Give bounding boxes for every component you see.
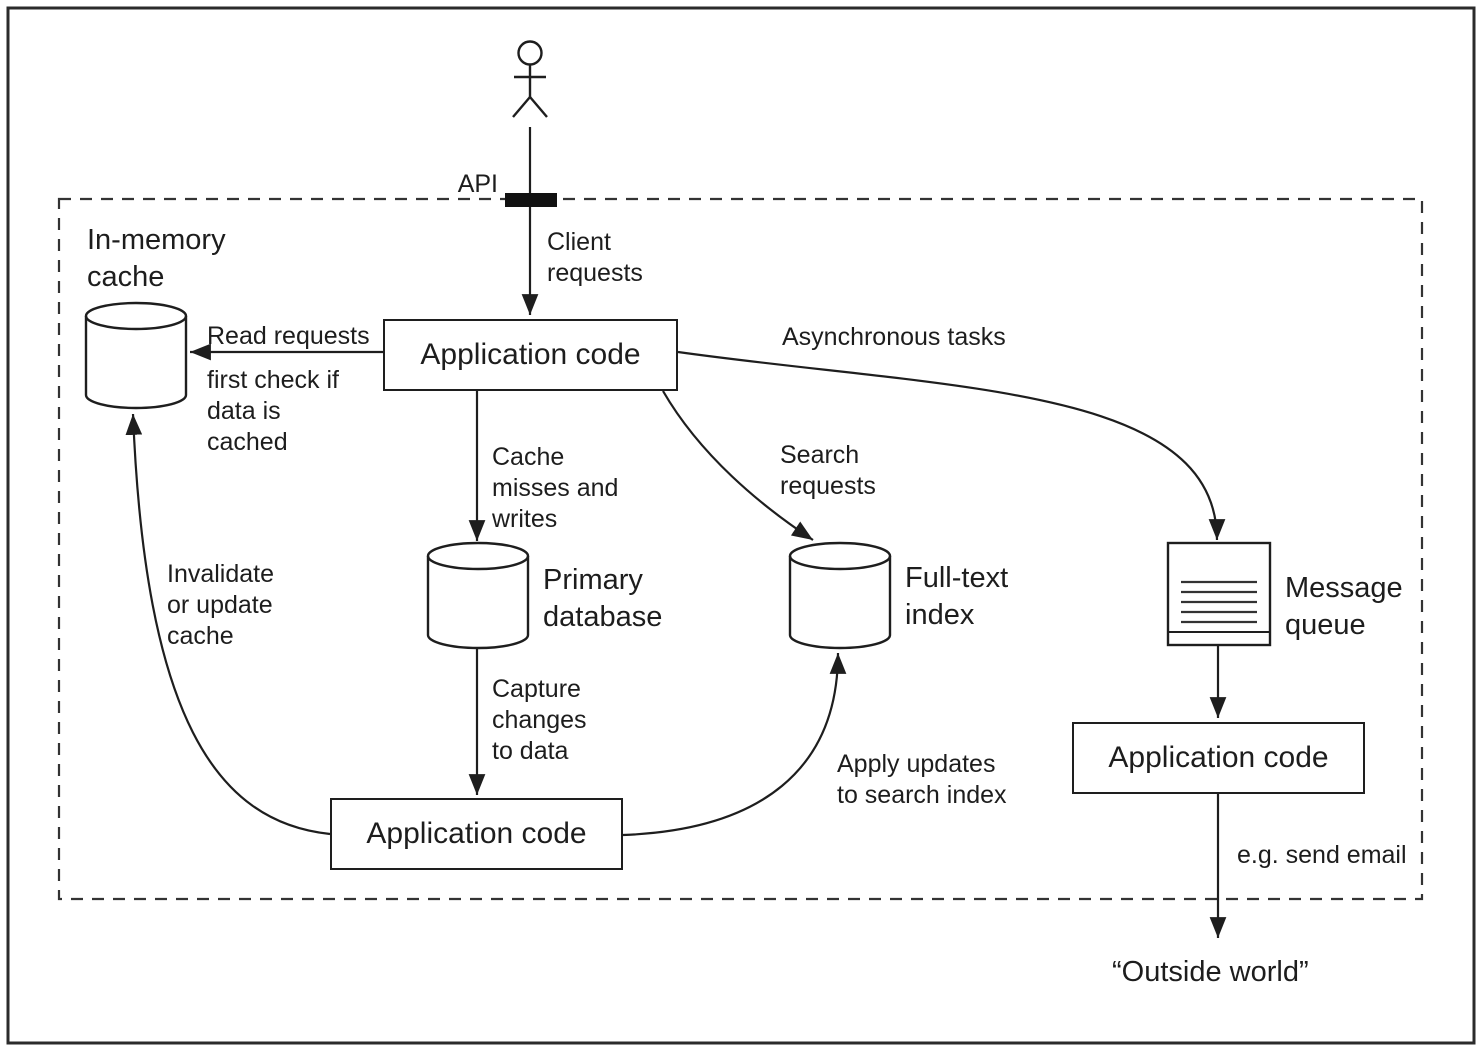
client-requests-label: Client requests (547, 228, 643, 287)
asynchronous-tasks-label: Asynchronous tasks (782, 323, 1006, 351)
primary-database-cylinder-icon (426, 541, 530, 650)
invalidate-cache-arrow (125, 413, 331, 836)
application-code-box-bottom-label: Application code (366, 817, 587, 850)
message-queue-label: Message queue (1285, 572, 1403, 641)
in-memory-cache-label: In-memory cache (87, 224, 226, 293)
outside-world-label: “Outside world” (1112, 956, 1309, 988)
invalidate-cache-label: Invalidate or update cache (167, 560, 275, 650)
figure-border (6, 6, 1476, 1045)
primary-database-label: Primary database (543, 564, 663, 633)
system-boundary-dashed-box (57, 197, 1424, 901)
application-code-box-bottom: Application code (330, 798, 623, 870)
asynchronous-tasks-arrow (677, 350, 1226, 541)
client-user-icon (512, 40, 548, 118)
api-label: API (457, 170, 498, 198)
message-queue-icon (1166, 541, 1272, 647)
read-requests-note-label: first check if data is cached (207, 366, 339, 456)
api-boundary-bar (505, 193, 557, 207)
read-requests-label: Read requests (207, 322, 370, 350)
application-code-box-top-label: Application code (420, 338, 641, 371)
full-text-index-cylinder-icon (788, 541, 892, 650)
search-requests-label: Search requests (780, 441, 876, 500)
cache-misses-label: Cache misses and writes (492, 443, 619, 533)
in-memory-cache-cylinder-icon (84, 301, 188, 410)
capture-changes-label: Capture changes to data (492, 675, 587, 765)
apply-updates-label: Apply updates to search index (837, 750, 1007, 809)
apply-updates-arrow (622, 652, 847, 837)
application-code-box-right-label: Application code (1108, 741, 1329, 774)
search-requests-arrow (662, 390, 814, 541)
full-text-index-label: Full-text index (905, 562, 1009, 631)
send-email-label: e.g. send email (1237, 841, 1407, 869)
application-code-box-top: Application code (383, 319, 678, 391)
application-code-box-right: Application code (1072, 722, 1365, 794)
